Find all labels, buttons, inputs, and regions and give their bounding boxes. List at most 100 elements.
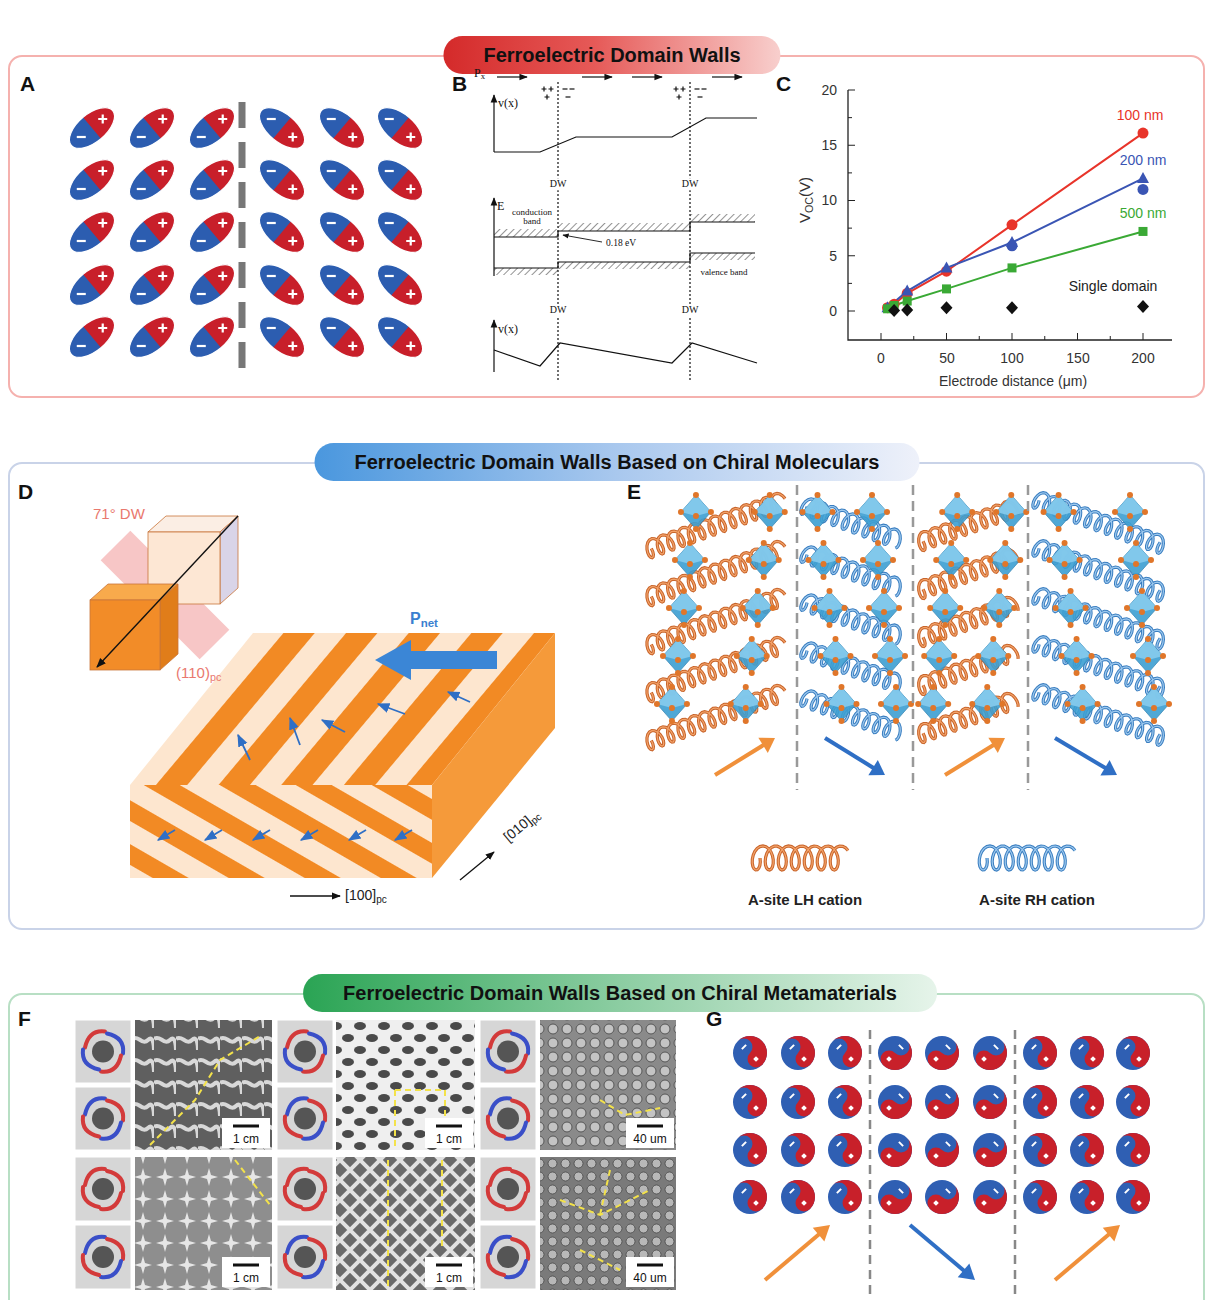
chiral-lattice [1151, 718, 1157, 724]
chiral-unit-array [1090, 1153, 1096, 1159]
chiral-lattice [1032, 682, 1167, 746]
chiral-unit-array [981, 1200, 987, 1206]
dipole-array [197, 345, 206, 347]
dipole-array [62, 257, 121, 313]
dipole-array [312, 100, 371, 156]
dipole-array [203, 152, 242, 191]
chiral-lattice [1130, 636, 1166, 676]
chiral-lattice [990, 636, 996, 642]
label-text: 1 cm [233, 1271, 259, 1285]
metamaterial-images [490, 1237, 510, 1253]
chiral-lattice [693, 526, 699, 532]
chiral-lattice [1115, 495, 1145, 529]
chiral-lattice [945, 701, 951, 707]
chiral-lattice [887, 670, 893, 676]
chiral-unit-array [933, 1153, 939, 1159]
chiral-lattice [644, 635, 789, 702]
chiral-unit-array [837, 1142, 841, 1146]
chiral-lattice [902, 653, 908, 659]
chiral-unit-array [871, 1029, 919, 1077]
chiral-unit-array [790, 1045, 794, 1049]
chiral-unit-array [1063, 1029, 1111, 1077]
chiral-lattice [761, 540, 767, 546]
metamaterial-images [480, 1020, 536, 1083]
chiral-unit-array [1016, 1126, 1064, 1174]
chiral-lattice [860, 557, 866, 563]
dipole-array [312, 257, 371, 313]
band-diagram [497, 76, 527, 77]
chiral-lattice [820, 561, 826, 567]
chiral-lattice [675, 543, 705, 564]
chiral-unit-array [871, 1029, 919, 1077]
chiral-lattice [1100, 760, 1121, 783]
voltage-chart [848, 255, 855, 256]
dipole-array [77, 345, 86, 347]
label-text: B [452, 72, 467, 95]
chiral-lattice [1032, 682, 1167, 746]
metamaterial-images [75, 1020, 676, 1290]
voltage-chart [913, 336, 914, 340]
axis-label: E [497, 200, 504, 214]
chiral-lattice [1166, 701, 1172, 707]
dipole-array [370, 257, 429, 313]
chiral-unit-array [827, 1078, 869, 1120]
metamaterial-images [233, 1125, 259, 1128]
axis-title: Electrode distance (μm) [939, 373, 1087, 389]
metamaterial-images [303, 1123, 323, 1139]
dipole-array [406, 132, 415, 141]
chiral-unit-array [918, 1029, 966, 1077]
scale-label: 1 cm [434, 1133, 464, 1147]
dipole-array [348, 236, 357, 245]
chiral-lattice [749, 636, 755, 642]
chiral-lattice [767, 492, 773, 498]
chiral-lattice [1068, 588, 1074, 594]
dipole-array [122, 257, 181, 313]
domain-slab [253, 830, 270, 840]
chiral-lattice [820, 540, 826, 546]
chiral-lattice [930, 591, 960, 612]
label-text: 1 cm [233, 1132, 259, 1146]
chiral-lattice [814, 492, 820, 498]
voltage-chart [848, 283, 852, 284]
chiral-unit-array [1063, 1126, 1111, 1174]
chiral-unit-array [871, 1173, 919, 1221]
label-text: D [18, 480, 33, 503]
chiral-lattice [820, 639, 850, 660]
dipole-array [370, 309, 429, 365]
chiral-lattice [755, 622, 761, 628]
chiral-lattice [984, 705, 990, 711]
dipole-array [406, 236, 415, 245]
chiral-lattice [731, 687, 761, 721]
domain-slab [290, 895, 340, 896]
metamaterial-images [497, 1246, 519, 1268]
dipole-array [218, 272, 227, 281]
chiral-unit-array [966, 1126, 1014, 1174]
dipole-array [252, 100, 311, 156]
dipole-array [203, 100, 242, 139]
chiral-lattice [881, 609, 887, 615]
axis-label: v(x) [498, 323, 518, 337]
label-text: 100 [1000, 350, 1023, 366]
chiral-lattice [1130, 653, 1136, 659]
metamaterial-images [497, 1041, 519, 1063]
dipole-array [122, 309, 181, 365]
chiral-lattice [1059, 653, 1065, 659]
tick-label: 50 [939, 350, 955, 366]
chiral-lattice [1133, 639, 1163, 673]
chiral-lattice [1139, 687, 1169, 721]
dipole-array [385, 170, 394, 172]
chiral-lattice [1050, 543, 1080, 564]
chiral-lattice [1062, 639, 1092, 660]
dipole-array [370, 152, 429, 208]
series-label: 200 nm [1120, 152, 1167, 168]
dipole-array [182, 152, 241, 208]
label-text: 200 nm [1120, 152, 1167, 168]
chiral-lattice [890, 557, 896, 563]
chiral-unit-array [886, 1200, 892, 1206]
dipole-array [83, 100, 122, 139]
domain-slab [90, 516, 555, 896]
chiral-lattice [829, 509, 835, 515]
tick-label: 150 [1066, 350, 1089, 366]
voltage-chart [848, 117, 852, 118]
chiral-unit-array [933, 1200, 939, 1206]
